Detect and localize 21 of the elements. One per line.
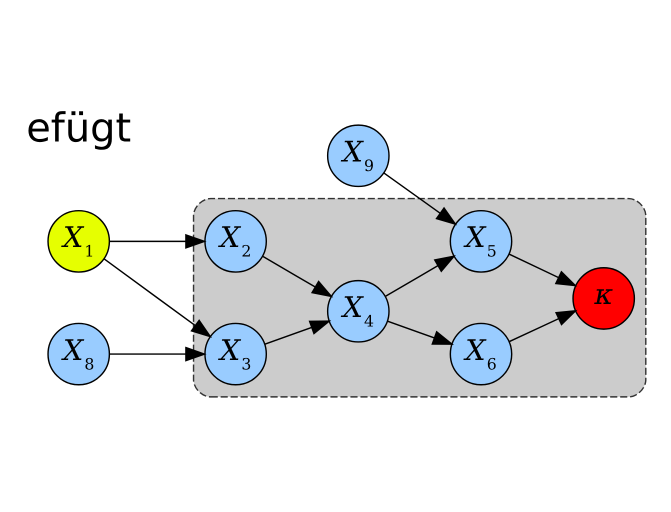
label: efügt bbox=[26, 105, 132, 152]
node-circle: X$_{2}$ bbox=[204, 210, 268, 273]
arrow bbox=[384, 172, 458, 226]
arrow bbox=[109, 346, 207, 362]
arrow bbox=[104, 258, 212, 338]
node-circle: X$_{1}$ bbox=[47, 210, 110, 273]
arrow bbox=[264, 320, 332, 345]
arrow bbox=[385, 255, 456, 297]
node-circle: X$_{5}$ bbox=[450, 210, 512, 273]
arrow bbox=[262, 256, 334, 298]
node-circle: X$_{9}$ bbox=[326, 124, 390, 188]
cluster bbox=[192, 198, 646, 398]
arrow bbox=[387, 320, 454, 345]
arrow bbox=[509, 310, 578, 342]
arrow bbox=[109, 234, 207, 249]
node-circle: X$_{3}$ bbox=[204, 322, 268, 386]
arrow bbox=[508, 253, 578, 287]
node-circle: X$_{8}$ bbox=[47, 322, 110, 386]
node-circle: κ bbox=[572, 267, 636, 330]
node-circle: X$_{6}$ bbox=[450, 322, 512, 386]
node-circle: X$_{4}$ bbox=[326, 280, 390, 343]
